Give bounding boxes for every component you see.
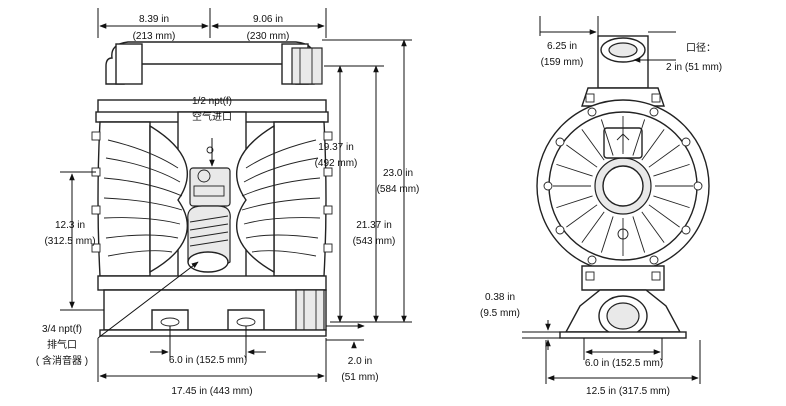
dim-total-height-mm: (584 mm): [377, 184, 420, 195]
dim-outlet-height-mm: (312.5 mm): [44, 236, 95, 247]
housing-rib: [556, 163, 593, 177]
housing-rib: [600, 216, 614, 253]
dim-total-width-front: 17.45 in (443 mm): [171, 386, 252, 397]
port-size-label: 口径：: [686, 41, 716, 54]
front-view-pump: [91, 41, 333, 337]
front-view-labels: 8.39 in (213 mm) 9.06 in (230 mm) 1/2 np…: [36, 14, 420, 397]
dim-base-thickness-mm: (9.5 mm): [480, 308, 520, 319]
housing-rib: [581, 211, 605, 243]
housing-rib: [566, 204, 598, 228]
dim-top-left-in: 8.39 in: [139, 14, 169, 25]
dim-top-left-mm: (213 mm): [133, 31, 176, 42]
air-inlet-label: 空气进口: [192, 110, 232, 123]
dim-inlet-height-in: 19.37 in: [318, 142, 354, 153]
side-view-dimension-lines: [522, 16, 701, 384]
side-view-pump: [536, 35, 710, 339]
dim-inlet-height-mm: (492 mm): [315, 158, 358, 169]
housing-rib: [600, 119, 614, 156]
dim-top-right-mm: (230 mm): [247, 31, 290, 42]
dim-top-right-in: 9.06 in: [253, 14, 283, 25]
housing-rib: [556, 195, 593, 209]
dim-total-height-in: 23.0 in: [383, 168, 413, 179]
housing-rib: [641, 129, 665, 161]
front-view-dimension-lines: [60, 8, 412, 382]
dim-mid-height-mm: (543 mm): [353, 236, 396, 247]
dim-foot-in: 2.0 in: [348, 356, 372, 367]
dim-base-thickness-in: 0.38 in: [485, 292, 515, 303]
dim-mid-height-in: 21.37 in: [356, 220, 392, 231]
dim-total-width-side: 12.5 in (317.5 mm): [586, 386, 670, 397]
housing-rib: [648, 144, 680, 168]
exhaust-size: 3/4 npt(f): [42, 324, 82, 335]
housing-rib: [641, 211, 665, 243]
air-inlet-size: 1/2 npt(f): [192, 96, 232, 107]
housing-rib: [566, 144, 598, 168]
port-size-value: 2 in (51 mm): [666, 62, 722, 73]
exhaust-note: ( 含消音器 ): [36, 354, 88, 367]
dim-base-hole-side: 6.0 in (152.5 mm): [585, 358, 663, 369]
housing-rib: [648, 204, 680, 228]
dim-outlet-height-in: 12.3 in: [55, 220, 85, 231]
housing-rib: [653, 195, 690, 209]
dim-port-width-mm: (159 mm): [541, 57, 584, 68]
dim-base-hole-front: 6.0 in (152.5 mm): [169, 355, 247, 366]
housing-rib: [581, 129, 605, 161]
side-view-labels: 6.25 in (159 mm) 口径： 2 in (51 mm) 0.38 i…: [480, 41, 722, 397]
dim-port-width-in: 6.25 in: [547, 41, 577, 52]
housing-rib: [632, 216, 646, 253]
housing-rib: [653, 163, 690, 177]
housing-rib: [632, 119, 646, 156]
exhaust-label: 排气口: [47, 338, 77, 351]
dim-foot-mm: (51 mm): [341, 372, 378, 383]
